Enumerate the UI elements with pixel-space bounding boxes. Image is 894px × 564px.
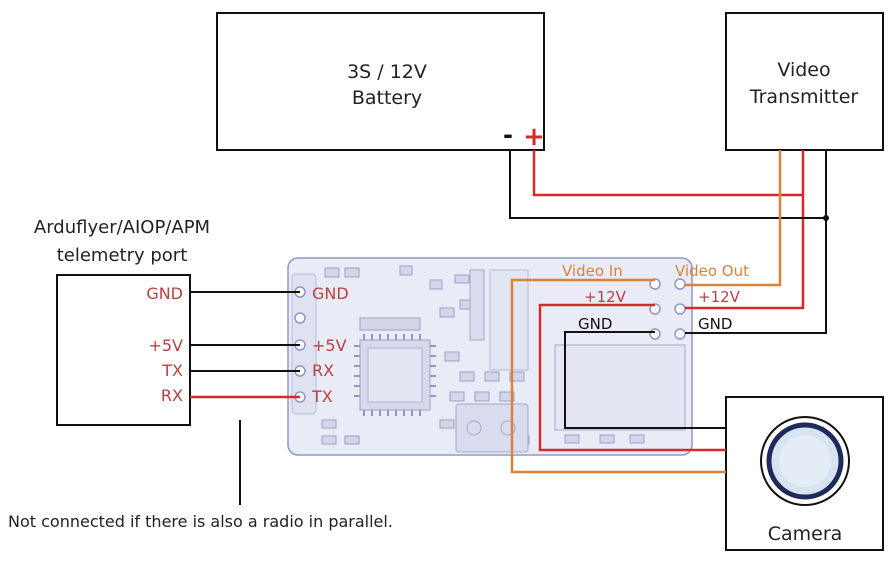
osd-pin-tx: TX	[311, 387, 333, 406]
video-transmitter-line1: Video	[777, 59, 830, 81]
video-transmitter-line2: Transmitter	[749, 86, 859, 108]
telemetry-pin-5v: +5V	[148, 336, 183, 355]
battery-plus-terminal: +	[523, 122, 545, 152]
battery-minus-terminal: -	[503, 121, 513, 149]
camera-block: Camera	[725, 396, 884, 551]
osd-right-pin-holes	[649, 278, 686, 340]
telemetry-pin-gnd: GND	[146, 284, 183, 303]
video-in-12v-label: +12V	[584, 288, 627, 306]
osd-pin-gnd: GND	[312, 284, 349, 303]
camera-label: Camera	[768, 523, 843, 545]
wire-camera-gnd	[564, 331, 726, 429]
telemetry-pin-rx: RX	[161, 386, 183, 405]
battery-label-line1: 3S / 12V	[347, 61, 427, 83]
note-text: Not connected if there is also a radio i…	[8, 512, 393, 531]
wire-camera-12v	[538, 303, 726, 452]
osd-main-chip	[354, 334, 436, 416]
telemetry-title-line1: Arduflyer/AIOP/APM	[34, 217, 210, 238]
telemetry-pin-tx: TX	[161, 361, 183, 380]
osd-left-pin-holes	[294, 286, 306, 403]
battery-label-line2: Battery	[352, 87, 422, 109]
osd-pin-5v: +5V	[312, 336, 347, 355]
wire-video-out	[685, 150, 782, 287]
video-transmitter-block: Video Transmitter	[725, 12, 884, 151]
wire-video-in	[510, 278, 726, 474]
telemetry-title-line2: telemetry port	[57, 245, 188, 266]
telemetry-port: Arduflyer/AIOP/APM telemetry port GND +5…	[34, 217, 210, 426]
video-out-12v-label: +12V	[698, 288, 741, 306]
video-out-gnd-label: GND	[698, 315, 732, 333]
osd-board	[287, 257, 693, 456]
video-in-gnd-label: GND	[578, 315, 612, 333]
osd-pin-rx: RX	[312, 361, 334, 380]
osd-bottom-buttons	[455, 403, 529, 453]
video-out-label: Video Out	[675, 262, 749, 280]
video-in-label: Video In	[562, 262, 623, 280]
battery-block: 3S / 12V Battery - +	[216, 12, 545, 152]
